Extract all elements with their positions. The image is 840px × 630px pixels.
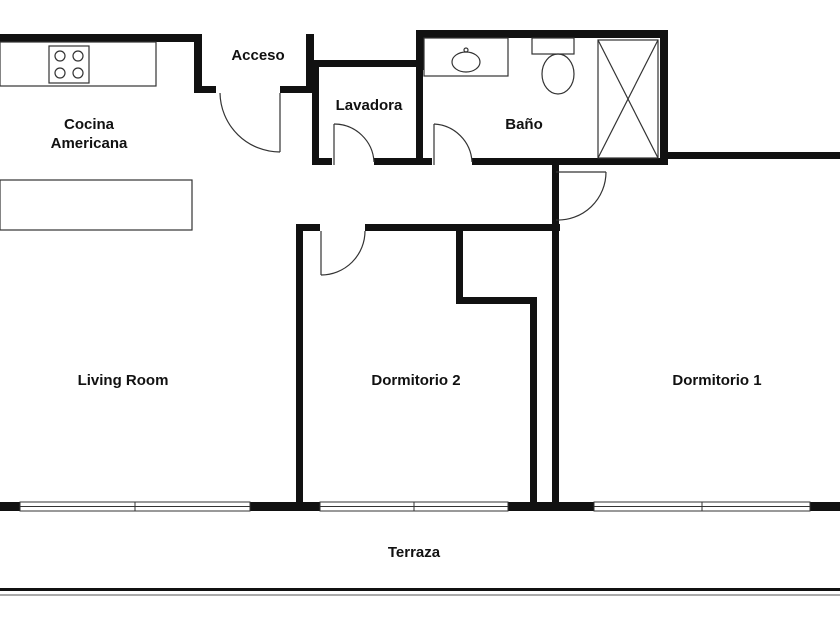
wall-closet-left xyxy=(456,224,463,304)
sink-icon xyxy=(423,37,509,77)
wall-entry-right xyxy=(280,86,315,93)
label-cocina-line1: Cocina xyxy=(64,116,115,133)
wall-bottom-3 xyxy=(508,502,594,511)
label-acceso: Acceso xyxy=(231,47,284,64)
wall-right-exterior xyxy=(660,152,840,159)
shower-icon xyxy=(597,39,659,159)
window-dormitorio-2 xyxy=(319,501,509,512)
terrace-rail xyxy=(0,588,840,591)
wall-d2-left xyxy=(296,224,303,504)
wall-bano-right xyxy=(660,30,668,165)
label-dormitorio-2: Dormitorio 2 xyxy=(371,372,460,389)
window-living xyxy=(19,501,251,512)
wall-closet-bottom xyxy=(456,297,536,304)
wall-top-left xyxy=(0,34,200,42)
label-lavadora: Lavadora xyxy=(336,97,403,114)
wall-bottom-1 xyxy=(0,502,20,511)
door-acceso xyxy=(219,92,281,153)
wall-bano-left xyxy=(416,30,424,70)
wall-bano-bottom-left xyxy=(416,158,432,165)
wall-lavadora-top xyxy=(306,60,418,67)
windows xyxy=(19,501,811,512)
kitchen-counter xyxy=(0,41,157,87)
label-cocina-line2: Americana xyxy=(51,135,128,152)
wall-lavadora-left xyxy=(312,60,319,165)
doors xyxy=(219,92,607,276)
door-dormitorio-1 xyxy=(555,171,607,221)
door-lavadora xyxy=(333,123,375,165)
wall-bottom-2 xyxy=(250,502,320,511)
walls xyxy=(0,30,840,596)
wall-bottom-4 xyxy=(810,502,840,511)
wall-lavadora-bottom-left xyxy=(312,158,332,165)
label-bano: Baño xyxy=(505,116,543,133)
door-dormitorio-2 xyxy=(320,230,366,276)
kitchen-island xyxy=(0,179,193,231)
window-dormitorio-1 xyxy=(593,501,811,512)
toilet-icon xyxy=(531,37,575,95)
wall-lavadora-right xyxy=(416,60,423,165)
stove-icon xyxy=(48,45,90,84)
label-dormitorio-1: Dormitorio 1 xyxy=(672,372,761,389)
room-labels: Acceso Lavadora Baño Cocina Americana Li… xyxy=(51,47,762,561)
wall-bano-bottom-right xyxy=(472,158,668,165)
wall-d2-top-left xyxy=(298,224,320,231)
wall-bano-top xyxy=(416,30,668,38)
door-bano xyxy=(433,123,473,165)
label-living-room: Living Room xyxy=(78,372,169,389)
wall-top-left-return xyxy=(194,34,202,92)
wall-d1-left xyxy=(552,165,559,505)
wall-closet-right xyxy=(530,297,537,505)
wall-entry-left xyxy=(194,86,216,93)
label-terraza: Terraza xyxy=(388,544,441,561)
wall-lavadora-bottom-right xyxy=(374,158,424,165)
fixtures xyxy=(0,37,659,231)
